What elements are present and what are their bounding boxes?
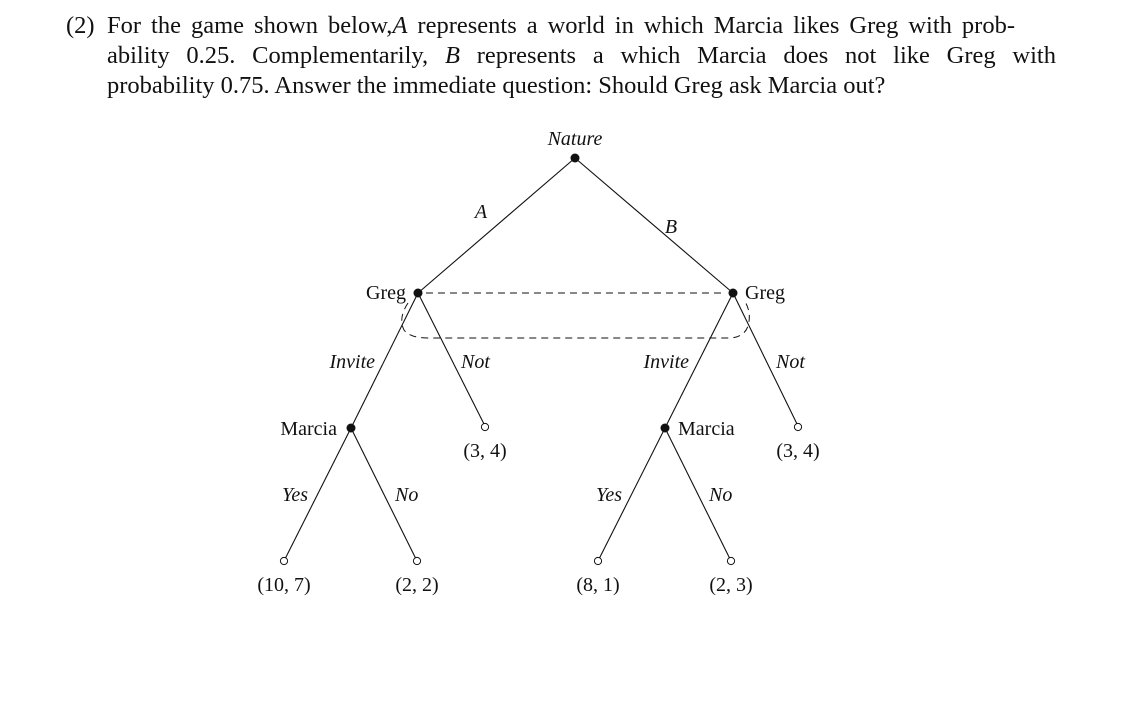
edge-marcia-left-yes	[283, 427, 352, 562]
not-right-label: Not	[775, 351, 805, 373]
yes-left-label: Yes	[282, 484, 308, 506]
marcia-right-node	[660, 423, 670, 433]
invite-right-label: Invite	[642, 351, 689, 373]
greg-left-label: Greg	[366, 282, 406, 304]
not-left-label: Not	[460, 351, 490, 373]
marcia-left-node	[346, 423, 356, 433]
problem-line-2-rest: represents a which Marcia does not like …	[459, 42, 1056, 69]
no-left-label: No	[394, 484, 418, 506]
nature-label: Nature	[547, 128, 603, 150]
problem-line-1-text: For the game shown below,	[107, 12, 393, 39]
greg-left-node	[413, 288, 423, 298]
payoff-not-right: (3, 4)	[776, 440, 819, 462]
problem-line-3: probability 0.75. Answer the immediate q…	[107, 72, 886, 99]
branch-b-label: B	[665, 216, 677, 238]
edge-nature-to-greg-left	[417, 157, 576, 294]
marcia-left-label: Marcia	[280, 418, 337, 440]
problem-line-2: ability 0.25. Complementarily, B represe…	[66, 41, 1056, 71]
payoff-no-left: (2, 2)	[395, 574, 438, 596]
greg-right-label: Greg	[745, 282, 785, 304]
payoff-no-right: (2, 3)	[709, 574, 752, 596]
edge-marcia-left-no	[350, 427, 418, 562]
edge-greg-left-not	[417, 292, 486, 427]
payoff-not-left: (3, 4)	[463, 440, 506, 462]
branch-a-label: A	[473, 201, 488, 223]
terminal-no-right	[726, 556, 736, 566]
invite-left-label: Invite	[328, 351, 375, 373]
problem-number: (2)	[66, 12, 95, 39]
greg-right-node	[728, 288, 738, 298]
problem-statement: (2) For the game shown below,A represents…	[66, 11, 1056, 101]
payoff-yes-right: (8, 1)	[576, 574, 619, 596]
edge-greg-right-not	[732, 292, 799, 427]
marcia-right-label: Marcia	[678, 418, 735, 440]
no-right-label: No	[708, 484, 732, 506]
yes-right-label: Yes	[596, 484, 622, 506]
payoff-yes-left: (10, 7)	[257, 574, 310, 596]
edge-greg-left-invite	[350, 292, 419, 429]
problem-line-1: (2) For the game shown below,A represents…	[66, 11, 1015, 41]
edge-nature-to-greg-right	[574, 157, 734, 294]
variable-b: B	[444, 42, 460, 69]
terminal-no-left	[412, 556, 422, 566]
terminal-not-left	[480, 422, 490, 432]
edge-marcia-right-no	[664, 427, 732, 562]
variable-a: A	[392, 12, 408, 39]
problem-line-1-rest: represents a world in which Marcia likes…	[407, 12, 1015, 39]
nature-node	[570, 153, 580, 163]
information-set-boundary	[401, 299, 750, 339]
edge-marcia-right-yes	[597, 427, 666, 562]
terminal-not-right	[793, 422, 803, 432]
terminal-yes-right	[593, 556, 603, 566]
edge-greg-right-invite	[664, 292, 734, 429]
problem-line-2-text: ability 0.25. Complementarily,	[107, 42, 445, 69]
terminal-yes-left	[279, 556, 289, 566]
